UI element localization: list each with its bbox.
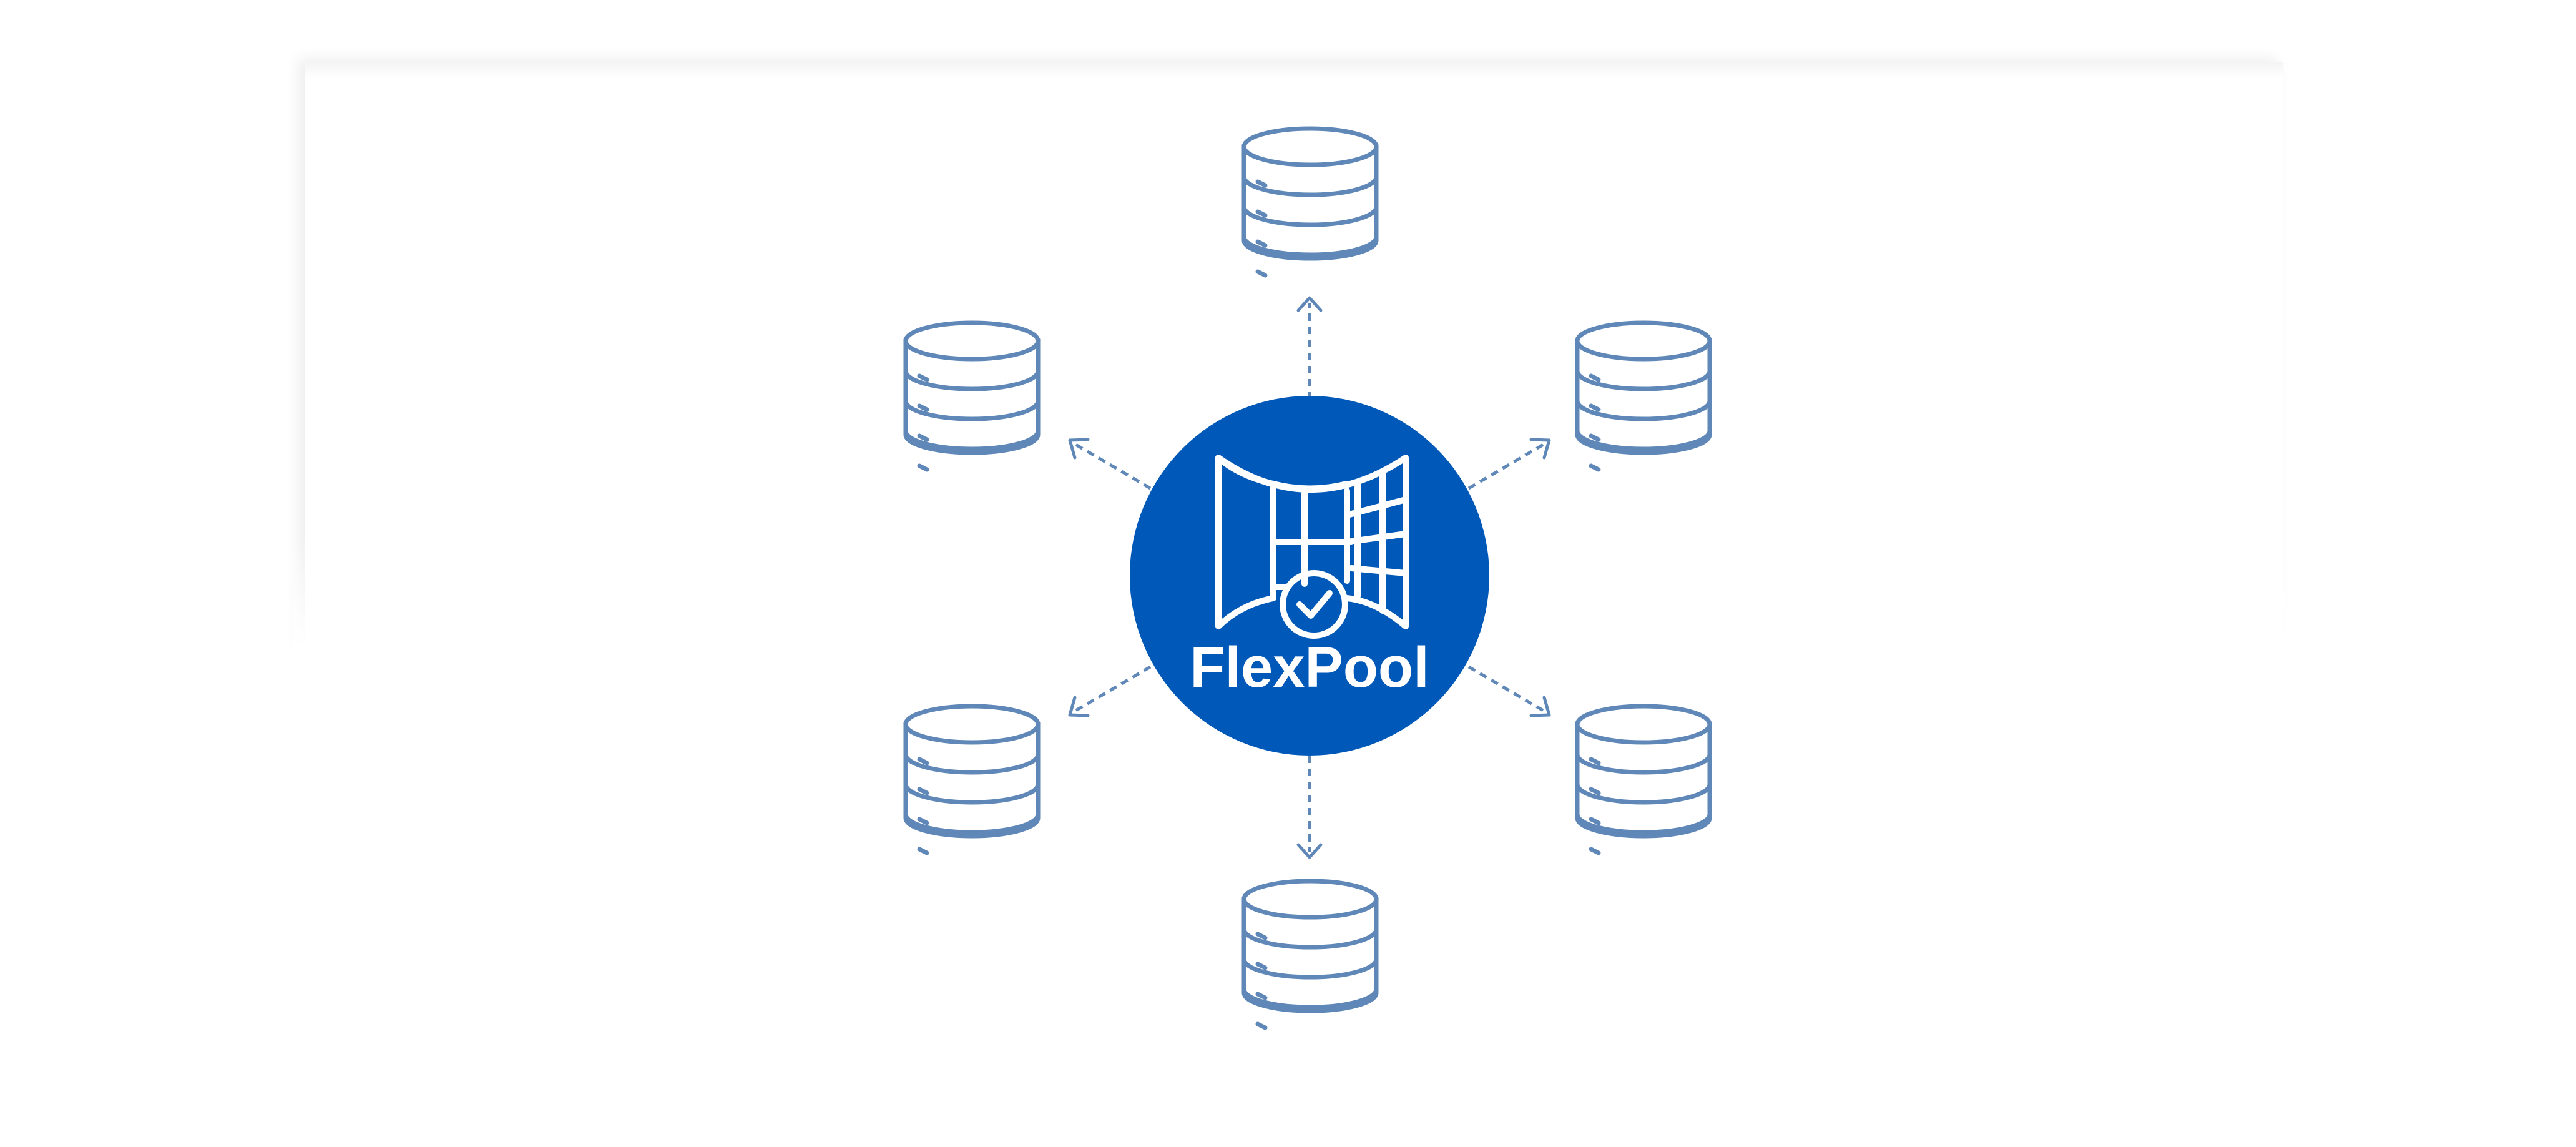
connector-top	[1296, 296, 1323, 400]
connector-bottom	[1296, 756, 1323, 859]
database-icon	[906, 323, 1038, 470]
flexible-grid-check-icon	[1215, 455, 1409, 639]
connector-upper-left	[1068, 438, 1152, 490]
flexpool-hub: FlexPool	[1130, 396, 1489, 756]
connector-lower-right	[1467, 665, 1551, 717]
hub-label: FlexPool	[1190, 636, 1429, 699]
database-icon	[1577, 323, 1710, 470]
connector-lower-left	[1068, 665, 1152, 717]
database-icon	[1244, 881, 1376, 1028]
database-icon	[1577, 706, 1710, 853]
database-icon	[1244, 129, 1376, 275]
database-icon	[906, 706, 1038, 853]
connector-upper-right	[1467, 438, 1551, 490]
